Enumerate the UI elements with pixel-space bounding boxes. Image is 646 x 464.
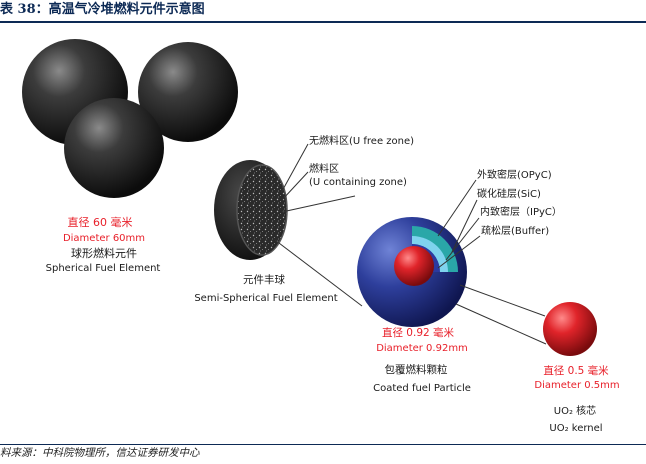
figure-title: 表 38：高温气冷堆燃料元件示意图 [0,1,646,23]
semi-name-cn: 元件丰球 [243,273,285,286]
coated-name-en: Coated fuel Particle [373,383,471,394]
semi-name-en: Semi-Spherical Fuel Element [194,293,337,304]
coated-diameter-cn: 直径 0.92 毫米 [382,326,455,339]
layer-label-sic: 碳化硅层(SiC) [477,187,541,200]
figure-source: 料来源：中科院物理所，信达证券研发中心 [0,444,646,464]
kernel-diameter-cn: 直径 0.5 毫米 [543,364,609,377]
leader-lines [274,143,547,345]
layer-label-buffer: 疏松层(Buffer) [481,224,549,237]
spherical-diameter-en: Diameter 60mm [63,233,145,244]
kernel-name-cn: UO₂ 核芯 [554,404,596,417]
black-sphere-right [138,42,238,142]
zone-free-label: 无燃料区(U free zone) [309,134,414,147]
coated-fuel-particle [357,217,467,327]
spherical-name-cn: 球形燃料元件 [71,246,137,260]
uo2-kernel-sphere [543,302,597,356]
zone-fuel-cn-label: 燃料区 [309,162,339,175]
semi-sphere-section [236,164,288,256]
black-sphere-front [64,98,164,198]
spherical-name-en: Spherical Fuel Element [46,263,161,274]
zone-fuel-en-label: (U containing zone) [309,177,407,188]
coated-diameter-en: Diameter 0.92mm [376,343,468,354]
layer-label-ipyc: 内致密层（IPyC） [480,205,562,218]
semi-spherical-element [214,160,288,260]
layer-label-opyc: 外致密层(OPyC) [477,168,552,181]
spherical-diameter-cn: 直径 60 毫米 [68,215,133,229]
spherical-fuel-elements [22,39,238,198]
kernel-diameter-en: Diameter 0.5mm [534,380,619,391]
kernel-name-en: UO₂ kernel [549,423,602,434]
particle-kernel [394,246,434,286]
coated-name-cn: 包覆燃料颗粒 [385,363,448,376]
